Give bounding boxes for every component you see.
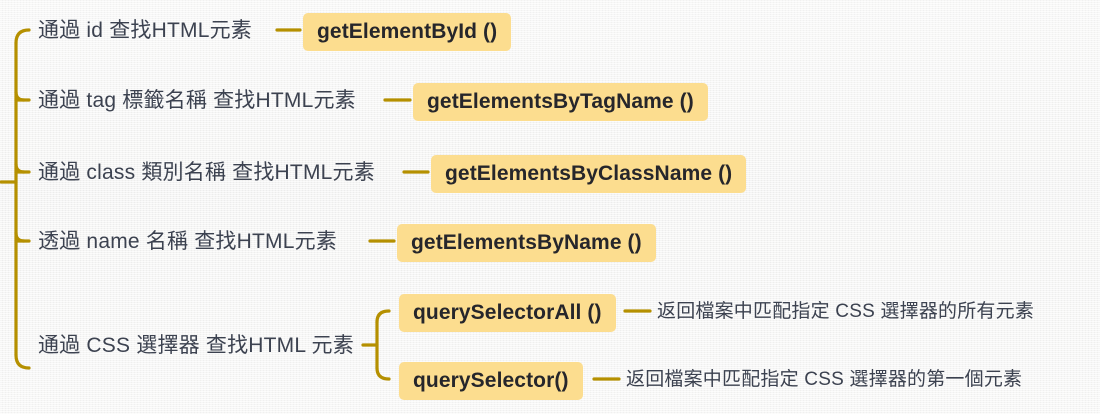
branch-label-by-id: 通過 id 查找HTML元素	[38, 19, 252, 42]
method-chip-get-elements-by-class-name[interactable]: getElementsByClassName ()	[431, 155, 747, 193]
method-chip-get-element-by-id[interactable]: getElementById ()	[303, 13, 512, 51]
method-chip-query-selector-all[interactable]: querySelectorAll ()	[399, 294, 616, 332]
branch-label-by-name: 透過 name 名稱 查找HTML元素	[38, 230, 337, 253]
description-query-selector: 返回檔案中匹配指定 CSS 選擇器的第一個元素	[626, 369, 1023, 390]
method-chip-query-selector[interactable]: querySelector()	[399, 362, 583, 400]
description-query-selector-all: 返回檔案中匹配指定 CSS 選擇器的所有元素	[657, 301, 1035, 322]
method-chip-get-elements-by-name[interactable]: getElementsByName ()	[397, 224, 656, 262]
branch-label-by-class: 通過 class 類別名稱 查找HTML元素	[38, 161, 375, 184]
method-chip-get-elements-by-tag-name[interactable]: getElementsByTagName ()	[413, 83, 708, 121]
branch-label-by-tag: 通過 tag 標籤名稱 查找HTML元素	[38, 89, 356, 112]
branch-label-by-css: 通過 CSS 選擇器 查找HTML 元素	[38, 334, 354, 357]
